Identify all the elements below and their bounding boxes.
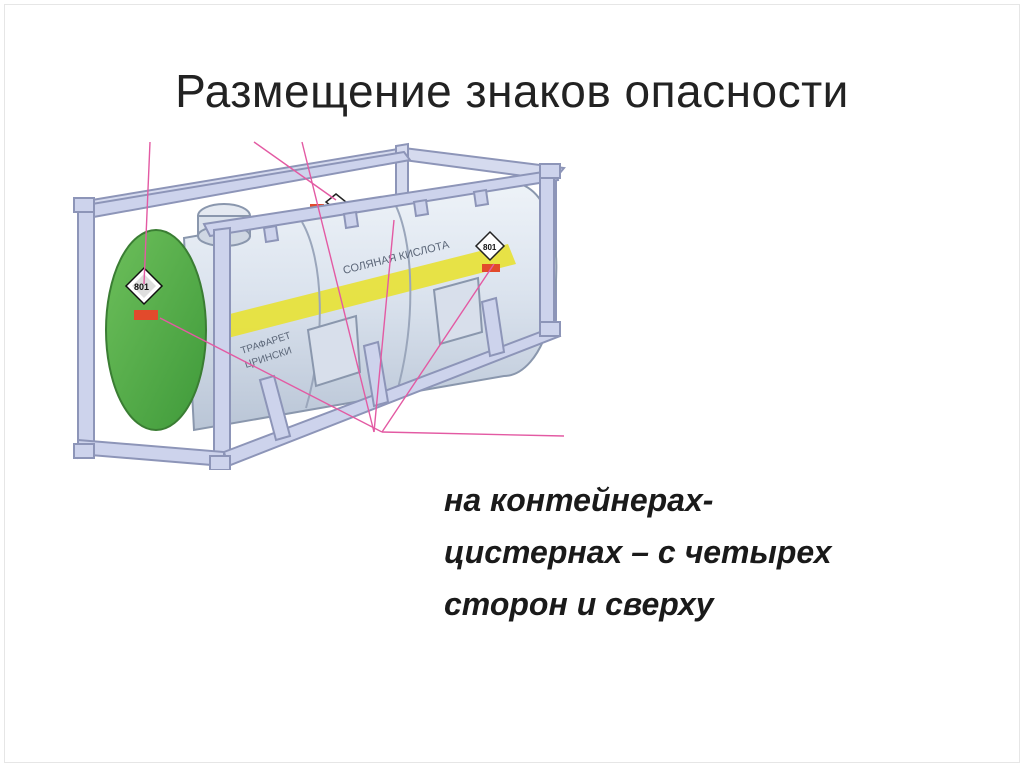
un-number-side: 801: [483, 243, 497, 252]
green-end-cap: 801: [105, 229, 207, 431]
hazard-diamond-end: [124, 266, 164, 306]
tank-container-illustration: СОЛЯНАЯ КИСЛОТА ТРАФАРЕТ ЦРИНСКИ 801 801: [64, 140, 566, 470]
frame-front: [73, 150, 562, 470]
caption: на контейнерах- цистернах – с четырех ст…: [444, 474, 964, 630]
yellow-stripe: [214, 244, 516, 340]
pointer-lines: [143, 141, 565, 437]
slide-border: [4, 4, 1020, 763]
caption-line-3: сторон и сверху: [444, 586, 714, 622]
un-number-end: 801: [134, 282, 149, 292]
caption-line-2: цистернах – с четырех: [444, 534, 832, 570]
slide-title: Размещение знаков опасности: [175, 65, 849, 117]
hazard-diamond-side: [474, 230, 506, 262]
hazard-plate-end: [134, 310, 158, 320]
caption-line-1: на контейнерах-: [444, 482, 714, 518]
